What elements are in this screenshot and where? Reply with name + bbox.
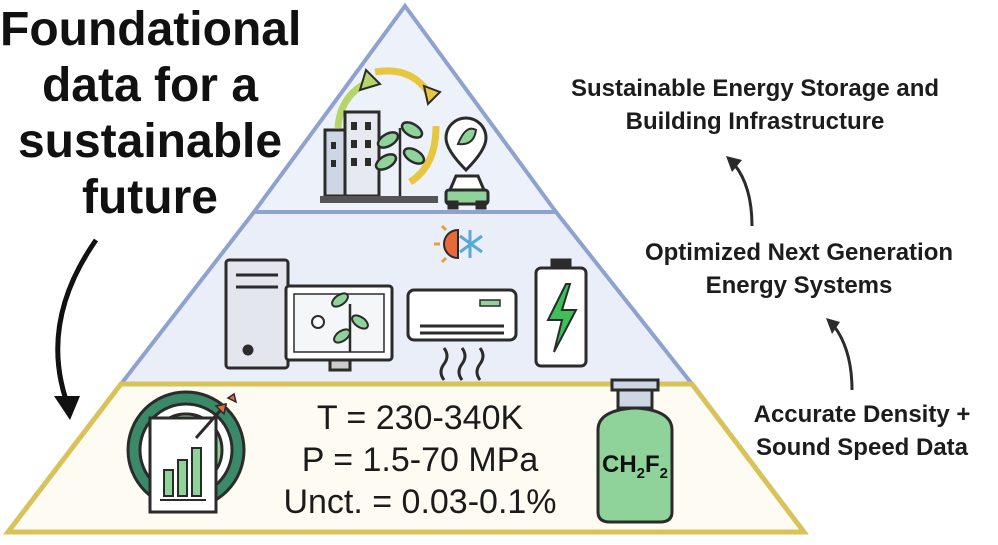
cylinder-formula: CH2F2 [602, 451, 668, 482]
label-top-level: Sustainable Energy Storage and Building … [520, 72, 990, 138]
car-icon [444, 174, 490, 210]
monitor-icon [284, 284, 394, 372]
label-middle-line-2: Energy Systems [705, 272, 893, 299]
sun-snowflake-icon [434, 224, 483, 264]
label-bottom-line-2: Sound Speed Data [755, 434, 969, 461]
pressure-range: P = 1.5-70 MPa [301, 441, 539, 479]
battery-icon [534, 258, 588, 368]
formula-ch: CH [602, 451, 637, 478]
plant-icon [374, 121, 426, 196]
formula-f: F [645, 451, 660, 478]
leaf-pin-icon [444, 116, 488, 173]
uncertainty-range: Unct. = 0.03-0.1% [283, 483, 557, 521]
target-chart-icon [126, 390, 246, 514]
arrow-middle-to-top [726, 156, 754, 227]
curved-arrow-icon [54, 238, 99, 420]
formula-sub-1: 2 [637, 465, 645, 482]
label-top-line-2: Building Infrastructure [625, 108, 885, 135]
gas-cylinder-icon [596, 378, 674, 524]
label-middle-line-1: Optimized Next Generation [644, 239, 954, 266]
headline-line-1: Foundational [0, 3, 302, 56]
headline-line-4: future [82, 171, 218, 224]
recycle-arrows-icon [334, 67, 442, 185]
label-bottom-level: Accurate Density + Sound Speed Data [726, 398, 998, 464]
headline-line-3: sustainable [17, 115, 283, 168]
headline-title: Foundational data for a sustainable futu… [0, 2, 302, 226]
label-bottom-line-1: Accurate Density + [753, 401, 971, 428]
air-conditioner-icon [406, 288, 518, 381]
label-middle-level: Optimized Next Generation Energy Systems [600, 236, 998, 302]
arrow-bottom-to-middle [826, 318, 854, 391]
headline-line-2: data for a [41, 59, 259, 112]
formula-sub-2: 2 [660, 465, 668, 482]
label-top-line-1: Sustainable Energy Storage and [570, 75, 940, 102]
temperature-range: T = 230-340K [316, 399, 524, 437]
building-icon [323, 110, 381, 198]
ground-line [320, 196, 438, 203]
computer-tower-icon [224, 258, 290, 370]
